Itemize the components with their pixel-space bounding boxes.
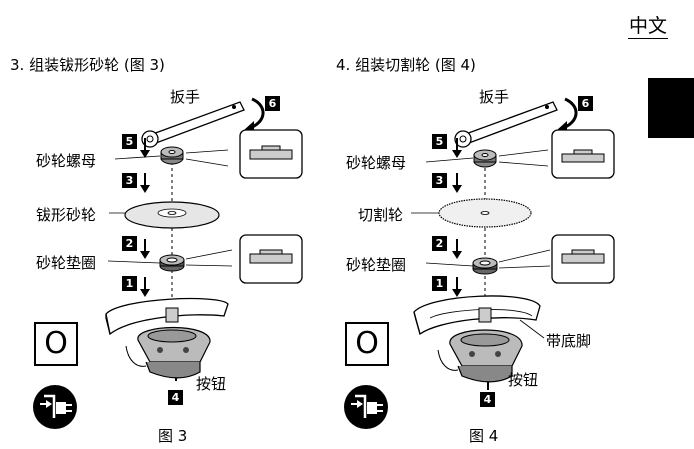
- cut-off-wheel-icon: [438, 198, 532, 228]
- wrench-icon: [141, 101, 245, 148]
- fig3-illustration: [33, 97, 303, 429]
- step-5-marker: 5: [432, 134, 447, 149]
- label-wheel-flange: 砂轮垫圈: [36, 254, 97, 272]
- label-guard: 带底脚: [546, 332, 592, 350]
- section-title-fig3: 3. 组装钹形砂轮 (图 3): [10, 56, 165, 74]
- wheel-nut-icon: [473, 149, 497, 168]
- wheel-flange-icon: [159, 254, 185, 272]
- nut-detail-callout: [239, 129, 303, 179]
- unplug-warning-icon: [344, 385, 388, 429]
- angle-grinder-with-guard-icon: [413, 295, 541, 383]
- step-4-marker: 4: [168, 390, 183, 405]
- label-button: 按钮: [508, 371, 539, 389]
- step-1-marker: 1: [432, 276, 447, 291]
- correct-mark: O: [34, 322, 78, 366]
- angle-grinder-icon: [105, 297, 229, 379]
- step-3-marker: 3: [432, 173, 447, 188]
- section-title-fig4: 4. 组装切割轮 (图 4): [336, 56, 476, 74]
- wrench-icon: [454, 101, 558, 148]
- language-label: 中文: [627, 15, 668, 39]
- step-2-marker: 2: [432, 236, 447, 251]
- label-wheel-nut: 砂轮螺母: [346, 154, 407, 172]
- step-1-marker: 1: [122, 276, 137, 291]
- label-button: 按钮: [196, 375, 227, 393]
- step-2-marker: 2: [122, 236, 137, 251]
- figure-caption-4: 图 4: [469, 427, 499, 445]
- step-3-marker: 3: [122, 173, 137, 188]
- nut-detail-callout: [551, 129, 615, 179]
- step-4-marker: 4: [480, 392, 495, 407]
- label-wrench: 扳手: [170, 88, 201, 106]
- label-wheel-nut: 砂轮螺母: [36, 152, 97, 170]
- wheel-flange-icon: [472, 257, 498, 275]
- label-wrench: 扳手: [479, 88, 510, 106]
- step-6-marker: 6: [265, 96, 280, 111]
- depressed-center-wheel-icon: [124, 201, 220, 229]
- flange-detail-callout: [239, 234, 303, 284]
- label-depressed-wheel: 钹形砂轮: [36, 206, 97, 224]
- flange-detail-callout: [551, 234, 615, 284]
- label-cut-off-wheel: 切割轮: [358, 206, 404, 224]
- correct-mark: O: [345, 322, 389, 366]
- label-wheel-flange: 砂轮垫圈: [346, 256, 407, 274]
- step-5-marker: 5: [122, 134, 137, 149]
- unplug-warning-icon: [33, 385, 77, 429]
- chapter-tab-marker: [648, 78, 694, 138]
- wheel-nut-icon: [160, 146, 184, 165]
- step-6-marker: 6: [578, 96, 593, 111]
- figure-caption-3: 图 3: [158, 427, 188, 445]
